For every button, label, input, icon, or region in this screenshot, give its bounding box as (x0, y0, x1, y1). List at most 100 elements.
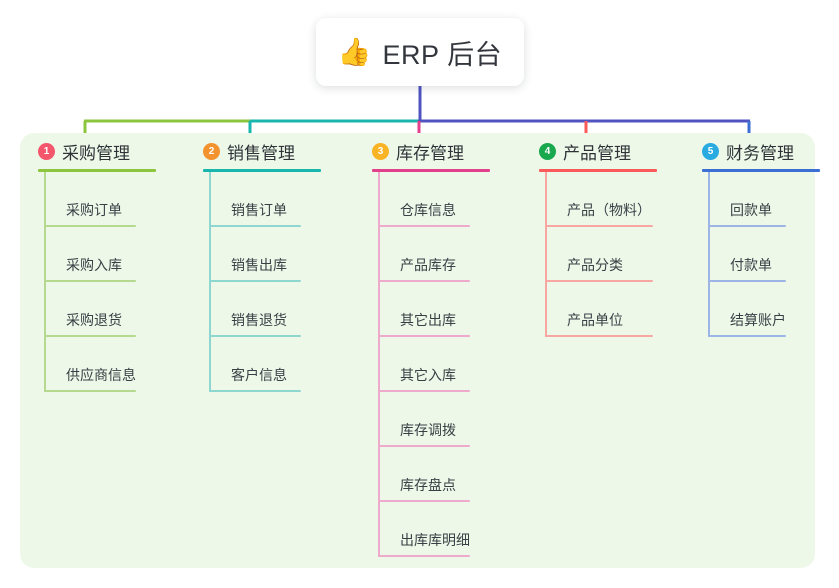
root-node[interactable]: 👍 ERP 后台 (316, 18, 524, 86)
column-5: 5 财务管理回款单付款单结算账户 (702, 133, 820, 337)
leaf-item-underline (378, 225, 470, 227)
leaf-item-underline (378, 555, 470, 557)
leaf-item-label: 销售出库 (231, 257, 287, 273)
thumbs-up-icon: 👍 (337, 36, 372, 67)
column-trunk-2 (209, 172, 211, 392)
column-header-underline-3 (372, 169, 490, 172)
column-header-2[interactable]: 2 销售管理 (203, 133, 321, 169)
leaf-item[interactable]: 产品库存 (378, 227, 490, 282)
root-title: ERP 后台 (382, 39, 503, 70)
column-trunk-1 (44, 172, 46, 392)
leaf-item-underline (209, 225, 301, 227)
leaf-item[interactable]: 销售退货 (209, 282, 321, 337)
leaf-item[interactable]: 仓库信息 (378, 172, 490, 227)
column-header-underline-5 (702, 169, 820, 172)
leaf-item[interactable]: 结算账户 (708, 282, 820, 337)
leaf-item[interactable]: 回款单 (708, 172, 820, 227)
leaf-item-label: 采购退货 (66, 312, 122, 328)
leaf-item-underline (209, 280, 301, 282)
leaf-item-label: 产品（物料） (567, 202, 651, 218)
leaf-item-underline (209, 390, 301, 392)
column-header-4[interactable]: 4 产品管理 (539, 133, 657, 169)
column-badge-1: 1 (38, 142, 55, 160)
leaf-item[interactable]: 销售订单 (209, 172, 321, 227)
column-items-4: 产品（物料） 产品分类产品单位 (545, 172, 657, 337)
leaf-item-underline (44, 225, 136, 227)
leaf-item-label: 其它出库 (400, 312, 456, 328)
leaf-item-underline (545, 280, 653, 282)
leaf-item-underline (708, 280, 786, 282)
leaf-item[interactable]: 产品（物料） (545, 172, 657, 227)
leaf-item[interactable]: 产品分类 (545, 227, 657, 282)
leaf-item[interactable]: 库存盘点 (378, 447, 490, 502)
leaf-item[interactable]: 采购退货 (44, 282, 156, 337)
leaf-item-label: 产品单位 (567, 312, 623, 328)
leaf-item-underline (708, 225, 786, 227)
leaf-item-label: 其它入库 (400, 367, 456, 383)
leaf-item-underline (378, 335, 470, 337)
leaf-item-label: 付款单 (730, 257, 772, 273)
leaf-item[interactable]: 供应商信息 (44, 337, 156, 392)
leaf-item-label: 库存盘点 (400, 477, 456, 493)
leaf-item-label: 采购入库 (66, 257, 122, 273)
leaf-item-underline (44, 280, 136, 282)
leaf-item-underline (44, 335, 136, 337)
leaf-item-label: 产品分类 (567, 257, 623, 273)
column-header-underline-2 (203, 169, 321, 172)
leaf-item-underline (378, 390, 470, 392)
diagram-panel (20, 133, 815, 568)
leaf-item[interactable]: 出库库明细 (378, 502, 490, 557)
column-items-5: 回款单付款单结算账户 (708, 172, 820, 337)
leaf-item-label: 仓库信息 (400, 202, 456, 218)
leaf-item-underline (545, 335, 653, 337)
column-2: 2 销售管理销售订单销售出库销售退货客户信息 (203, 133, 321, 392)
column-items-2: 销售订单销售出库销售退货客户信息 (209, 172, 321, 392)
column-header-1[interactable]: 1 采购管理 (38, 133, 156, 169)
leaf-item-underline (44, 390, 136, 392)
leaf-item[interactable]: 其它入库 (378, 337, 490, 392)
leaf-item[interactable]: 采购订单 (44, 172, 156, 227)
column-header-underline-1 (38, 169, 156, 172)
leaf-item-label: 产品库存 (400, 257, 456, 273)
column-trunk-5 (708, 172, 710, 337)
column-trunk-4 (545, 172, 547, 337)
column-title-1: 采购管理 (62, 143, 130, 163)
column-badge-4: 4 (539, 142, 556, 160)
leaf-item-label: 结算账户 (730, 312, 786, 328)
leaf-item-underline (708, 335, 786, 337)
leaf-item-label: 回款单 (730, 202, 772, 218)
column-items-1: 采购订单采购入库采购退货供应商信息 (44, 172, 156, 392)
columns-container: 1 采购管理采购订单采购入库采购退货供应商信息 2 销售管理销售订单销售出库销售退货客… (20, 133, 820, 568)
leaf-item-label: 采购订单 (66, 202, 122, 218)
column-items-3: 仓库信息产品库存其它出库其它入库库存调拨库存盘点出库库明细 (378, 172, 490, 557)
column-title-5: 财务管理 (726, 143, 794, 163)
leaf-item-label: 销售退货 (231, 312, 287, 328)
column-badge-2: 2 (203, 142, 220, 160)
column-header-underline-4 (539, 169, 657, 172)
leaf-item-underline (378, 445, 470, 447)
leaf-item-underline (209, 335, 301, 337)
column-1: 1 采购管理采购订单采购入库采购退货供应商信息 (38, 133, 156, 392)
leaf-item[interactable]: 客户信息 (209, 337, 321, 392)
leaf-item-label: 库存调拨 (400, 422, 456, 438)
column-header-5[interactable]: 5 财务管理 (702, 133, 820, 169)
leaf-item[interactable]: 产品单位 (545, 282, 657, 337)
leaf-item-label: 销售订单 (231, 202, 287, 218)
leaf-item[interactable]: 付款单 (708, 227, 820, 282)
leaf-item-underline (378, 500, 470, 502)
leaf-item[interactable]: 采购入库 (44, 227, 156, 282)
column-badge-5: 5 (702, 142, 719, 160)
column-title-2: 销售管理 (227, 143, 295, 163)
column-trunk-3 (378, 172, 380, 557)
leaf-item-underline (545, 225, 653, 227)
column-4: 4 产品管理产品（物料） 产品分类产品单位 (539, 133, 657, 337)
leaf-item[interactable]: 库存调拨 (378, 392, 490, 447)
leaf-item[interactable]: 销售出库 (209, 227, 321, 282)
column-badge-3: 3 (372, 142, 389, 160)
leaf-item[interactable]: 其它出库 (378, 282, 490, 337)
leaf-item-label: 供应商信息 (66, 367, 136, 383)
column-title-4: 产品管理 (563, 143, 631, 163)
